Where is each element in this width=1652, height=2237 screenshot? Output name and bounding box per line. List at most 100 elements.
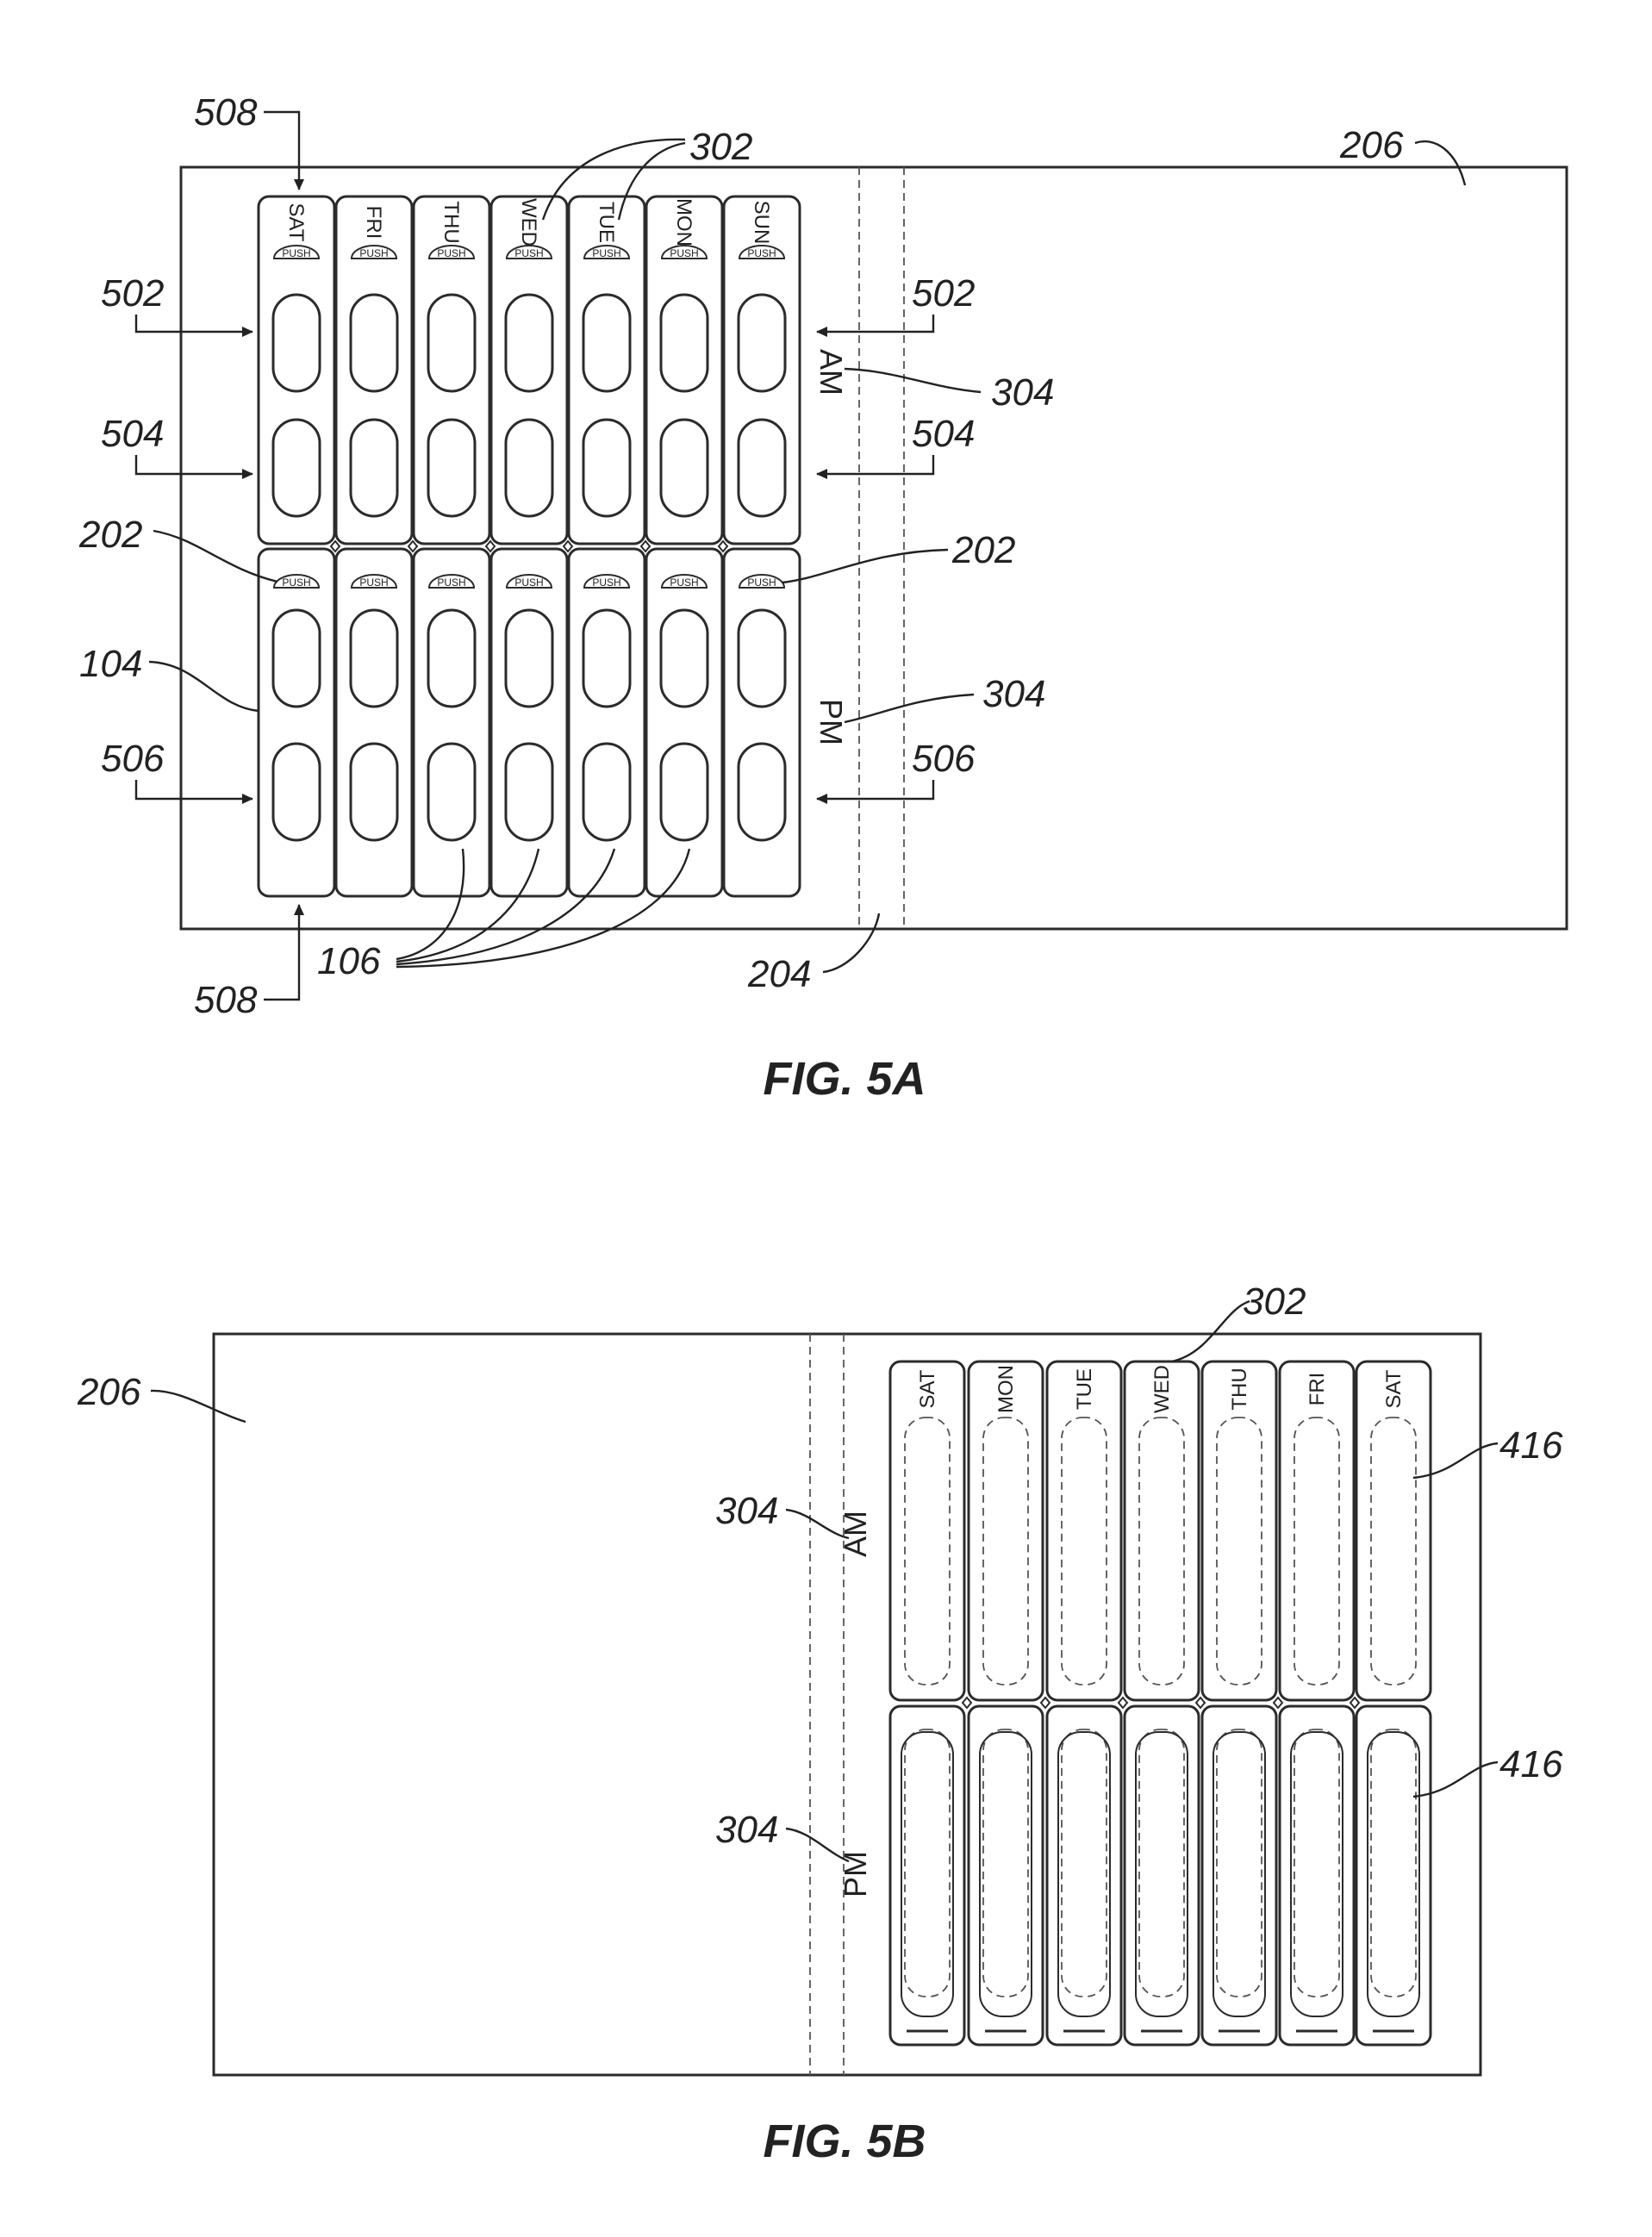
am-label-304: AM — [814, 349, 849, 396]
push-tab-label: PUSH — [437, 247, 465, 259]
leader-106-b — [396, 849, 539, 962]
ref-206-5b: 206 — [77, 1371, 141, 1413]
junction-mark — [719, 541, 727, 551]
ref-106: 106 — [317, 940, 381, 982]
day-label-5b: SAT — [916, 1369, 939, 1408]
pill-cavity-106 — [583, 610, 630, 707]
ref-202-left: 202 — [78, 514, 142, 556]
leader-506-right — [817, 780, 933, 799]
ref-304-pm: 304 — [982, 673, 1045, 715]
pill-cavity-106 — [739, 420, 785, 516]
push-tab-label: PUSH — [592, 247, 620, 259]
pill-cavity-106 — [273, 744, 320, 840]
inner-outline — [1368, 1732, 1419, 2016]
leader-506-left — [136, 780, 252, 799]
junction-mark — [331, 541, 340, 551]
push-tab-label: PUSH — [437, 576, 465, 589]
push-tab-label: PUSH — [359, 247, 388, 259]
ref-504-right: 504 — [912, 413, 975, 455]
pm-compartment — [646, 549, 722, 896]
caption-5b: FIG. 5B — [763, 2115, 926, 2167]
inner-outline — [901, 1732, 953, 2016]
ref-504-left: 504 — [101, 413, 164, 455]
pm-compartment — [724, 549, 800, 896]
pill-cavity-106 — [428, 744, 475, 840]
push-tab-label: PUSH — [514, 576, 543, 589]
ref-502-left: 502 — [101, 272, 164, 315]
day-label: SUN — [750, 201, 773, 245]
inner-slot-416 — [1139, 1418, 1184, 1685]
push-tab-label: PUSH — [747, 576, 776, 589]
push-tab-label: PUSH — [670, 247, 698, 259]
inner-slot-416 — [983, 1729, 1028, 1997]
day-label-5b: TUE — [1073, 1368, 1096, 1410]
ref-302-5b: 302 — [1243, 1281, 1306, 1323]
inner-slot-416 — [1371, 1418, 1416, 1685]
push-tab-label: PUSH — [359, 576, 388, 589]
am-compartment-5b — [890, 1362, 964, 1700]
day-label: MON — [672, 198, 695, 246]
day-label: WED — [517, 198, 540, 246]
inner-slot-416 — [1217, 1418, 1262, 1685]
push-tab-label: PUSH — [514, 247, 543, 259]
pill-cavity-106 — [583, 295, 630, 391]
push-tab-label: PUSH — [592, 576, 620, 589]
pill-cavity-106 — [661, 420, 708, 516]
inner-slot-416 — [1217, 1729, 1262, 1997]
junction-mark — [408, 541, 417, 551]
day-label-5b: WED — [1150, 1365, 1174, 1413]
ref-502-right: 502 — [912, 272, 975, 315]
ref-304-am: 304 — [991, 371, 1054, 414]
pill-cavity-106 — [661, 610, 708, 707]
inner-slot-416 — [983, 1418, 1028, 1685]
ref-304-pm-5b: 304 — [715, 1809, 778, 1851]
leader-206-5b — [151, 1391, 246, 1422]
pill-cavity-106 — [428, 610, 475, 707]
inner-slot-416 — [1062, 1729, 1107, 1997]
day-label: FRI — [362, 206, 385, 240]
am-compartment-5b — [1356, 1362, 1431, 1700]
junction-mark-5b — [963, 1698, 971, 1708]
pill-cavity-106 — [739, 610, 785, 707]
inner-outline — [1136, 1732, 1188, 2016]
leader-504-left — [136, 455, 252, 474]
pill-cavity-106 — [351, 420, 397, 516]
push-tab-label: PUSH — [282, 576, 310, 589]
ref-508-top: 508 — [194, 91, 258, 134]
pm-compartment — [569, 549, 645, 896]
pm-compartment — [491, 549, 567, 896]
figure-5a: SATPUSHPUSHFRIPUSHPUSHTHUPUSHPUSHWEDPUSH… — [78, 91, 1567, 1105]
pm-compartment — [336, 549, 412, 896]
leader-304-pm-5b — [786, 1829, 849, 1861]
leader-502-left — [136, 315, 252, 332]
ref-304-am-5b: 304 — [715, 1490, 778, 1532]
leader-304-pm — [845, 695, 974, 722]
am-compartment-5b — [1047, 1362, 1121, 1700]
leader-416-am — [1413, 1443, 1498, 1478]
pill-cavity-106 — [661, 744, 708, 840]
ref-416-am: 416 — [1499, 1424, 1563, 1467]
leader-302-5b — [1172, 1301, 1250, 1362]
pill-cavity-106 — [506, 295, 552, 391]
inner-slot-416 — [1139, 1729, 1184, 1997]
push-tab-label: PUSH — [747, 247, 776, 259]
day-label-5b: SAT — [1382, 1369, 1406, 1408]
inner-slot-416 — [1294, 1418, 1339, 1685]
inner-slot-416 — [905, 1418, 950, 1685]
leader-104 — [149, 662, 259, 711]
pill-cavity-106 — [273, 295, 320, 391]
inner-outline — [980, 1732, 1032, 2016]
am-compartment-5b — [1280, 1362, 1354, 1700]
day-label: TUE — [595, 202, 618, 243]
ref-506-right: 506 — [912, 738, 976, 780]
pill-cavity-106 — [428, 295, 475, 391]
leader-502-right — [817, 315, 933, 332]
leader-206 — [1415, 141, 1465, 185]
pill-cavity-106 — [428, 420, 475, 516]
inner-outline — [1291, 1732, 1343, 2016]
day-label-5b: MON — [994, 1365, 1018, 1413]
inner-slot-416 — [1294, 1729, 1339, 1997]
ref-416-pm: 416 — [1499, 1743, 1563, 1785]
leader-508-top — [264, 112, 299, 190]
